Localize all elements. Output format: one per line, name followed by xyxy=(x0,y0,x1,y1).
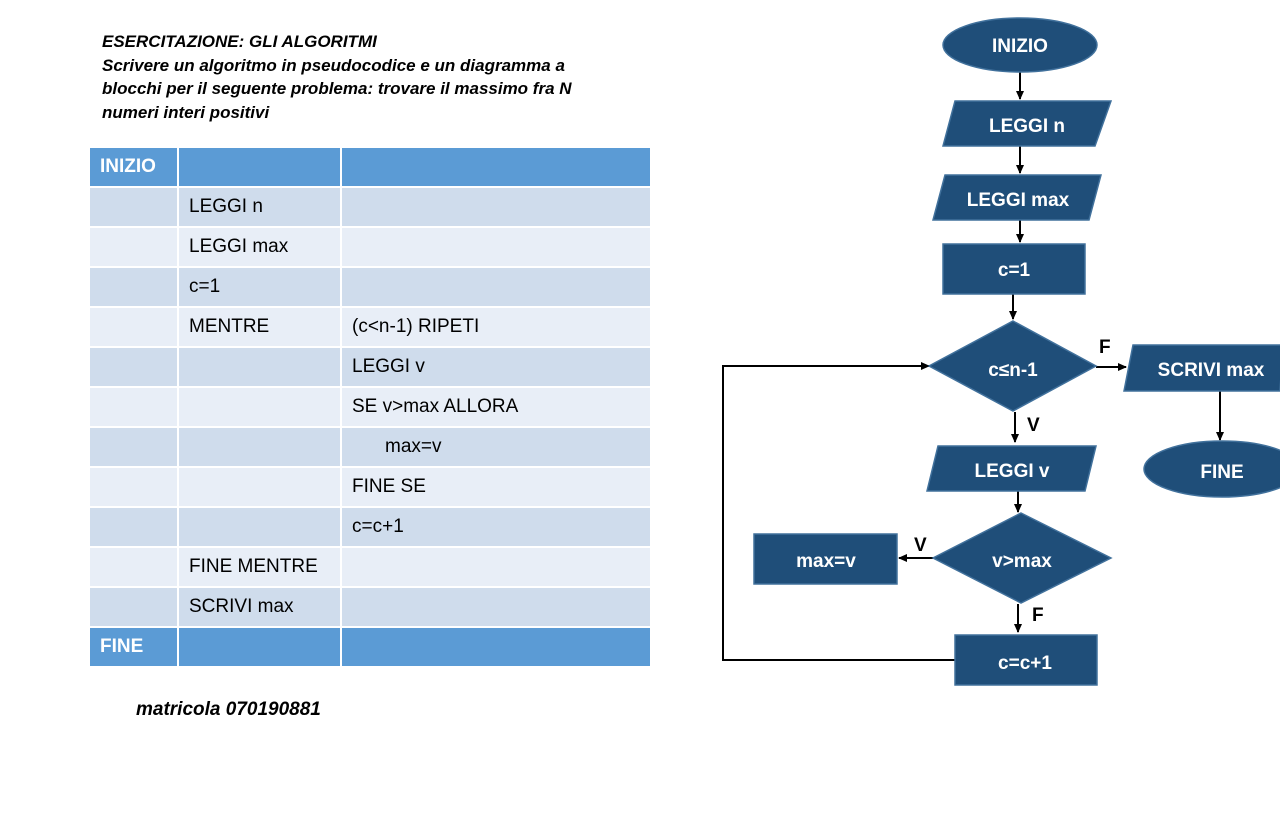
pseudocode-table: INIZIO LEGGI n LEGGI max c=1 MENTRE (c<n… xyxy=(90,146,650,668)
table-cell: MENTRE xyxy=(177,306,342,348)
table-cell xyxy=(177,466,342,508)
student-id: matricola 070190881 xyxy=(136,699,321,720)
table-cell xyxy=(90,346,179,388)
table-cell: LEGGI v xyxy=(340,346,650,388)
table-cell: FINE xyxy=(90,626,179,668)
read-v-node: LEGGI v xyxy=(926,445,1097,492)
end-node: FINE xyxy=(1143,440,1280,498)
table-cell xyxy=(90,386,179,428)
table-cell: max=v xyxy=(340,426,650,468)
exercise-heading: ESERCITAZIONE: GLI ALGORITMI Scrivere un… xyxy=(102,30,642,124)
table-cell xyxy=(340,186,650,228)
table-row: max=v xyxy=(90,426,650,468)
table-row: MENTRE (c<n-1) RIPETI xyxy=(90,306,650,348)
table-cell xyxy=(90,546,179,588)
table-cell xyxy=(90,426,179,468)
end-label: FINE xyxy=(1200,462,1243,483)
table-cell xyxy=(90,506,179,548)
table-cell xyxy=(340,546,650,588)
table-row: c=c+1 xyxy=(90,506,650,548)
assign-max-label: max=v xyxy=(796,551,856,572)
read-n-label: LEGGI n xyxy=(989,116,1065,137)
table-cell: FINE SE xyxy=(340,466,650,508)
table-cell: c=1 xyxy=(177,266,342,308)
init-counter-label: c=1 xyxy=(998,260,1031,281)
table-row: FINE SE xyxy=(90,466,650,508)
exercise-text-line-2: blocchi per il seguente problema: trovar… xyxy=(102,79,572,98)
table-cell xyxy=(340,626,650,668)
write-max-label: SCRIVI max xyxy=(1158,360,1265,381)
table-cell xyxy=(177,346,342,388)
arrow-loop-back xyxy=(722,362,955,661)
flowchart-connectors xyxy=(722,71,1224,661)
table-row: LEGGI n xyxy=(90,186,650,228)
table-row: FINE xyxy=(90,626,650,668)
exercise-text-line-3: numeri interi positivi xyxy=(102,102,270,122)
increment-node: c=c+1 xyxy=(954,634,1098,686)
table-row: FINE MENTRE xyxy=(90,546,650,588)
table-cell xyxy=(340,146,650,188)
table-cell xyxy=(177,626,342,668)
increment-label: c=c+1 xyxy=(998,653,1052,674)
table-cell: SCRIVI max xyxy=(177,586,342,628)
table-cell: LEGGI n xyxy=(177,186,342,228)
read-max-label: LEGGI max xyxy=(967,190,1070,211)
table-row: c=1 xyxy=(90,266,650,308)
table-cell xyxy=(177,426,342,468)
exercise-title: ESERCITAZIONE: GLI ALGORITMI xyxy=(102,32,377,51)
read-v-label: LEGGI v xyxy=(975,461,1050,482)
loop-condition-label: c≤n-1 xyxy=(988,360,1038,381)
table-cell: (c<n-1) RIPETI xyxy=(340,306,650,348)
table-cell xyxy=(90,466,179,508)
table-cell xyxy=(90,226,179,268)
read-n-node: LEGGI n xyxy=(942,100,1113,147)
assign-max-node: max=v xyxy=(753,533,898,585)
table-row: SE v>max ALLORA xyxy=(90,386,650,428)
loop-condition-node: c≤n-1 xyxy=(927,320,1098,412)
init-counter-node: c=1 xyxy=(942,243,1086,295)
table-cell xyxy=(177,386,342,428)
read-max-node: LEGGI max xyxy=(932,174,1102,221)
branch-label-true: V xyxy=(914,535,927,556)
table-cell xyxy=(90,586,179,628)
table-cell xyxy=(90,306,179,348)
table-cell xyxy=(340,586,650,628)
table-row: INIZIO xyxy=(90,146,650,188)
table-cell: c=c+1 xyxy=(340,506,650,548)
branch-label-false: F xyxy=(1099,337,1111,358)
exercise-text-line-1: Scrivere un algoritmo in pseudocodice e … xyxy=(102,55,565,75)
table-cell: INIZIO xyxy=(90,146,179,188)
table-cell xyxy=(90,266,179,308)
table-cell: SE v>max ALLORA xyxy=(340,386,650,428)
compare-node: v>max xyxy=(931,512,1113,604)
table-cell xyxy=(90,186,179,228)
table-cell xyxy=(340,266,650,308)
table-cell: LEGGI max xyxy=(177,226,342,268)
table-row: LEGGI v xyxy=(90,346,650,388)
table-cell xyxy=(177,506,342,548)
table-row: LEGGI max xyxy=(90,226,650,268)
branch-label-true: V xyxy=(1027,415,1040,436)
compare-label: v>max xyxy=(992,551,1052,572)
branch-label-false: F xyxy=(1032,605,1044,626)
table-cell: FINE MENTRE xyxy=(177,546,342,588)
start-label: INIZIO xyxy=(992,36,1048,57)
start-node: INIZIO xyxy=(942,17,1098,73)
table-cell xyxy=(177,146,342,188)
write-max-node: SCRIVI max xyxy=(1123,344,1280,392)
table-cell xyxy=(340,226,650,268)
table-row: SCRIVI max xyxy=(90,586,650,628)
